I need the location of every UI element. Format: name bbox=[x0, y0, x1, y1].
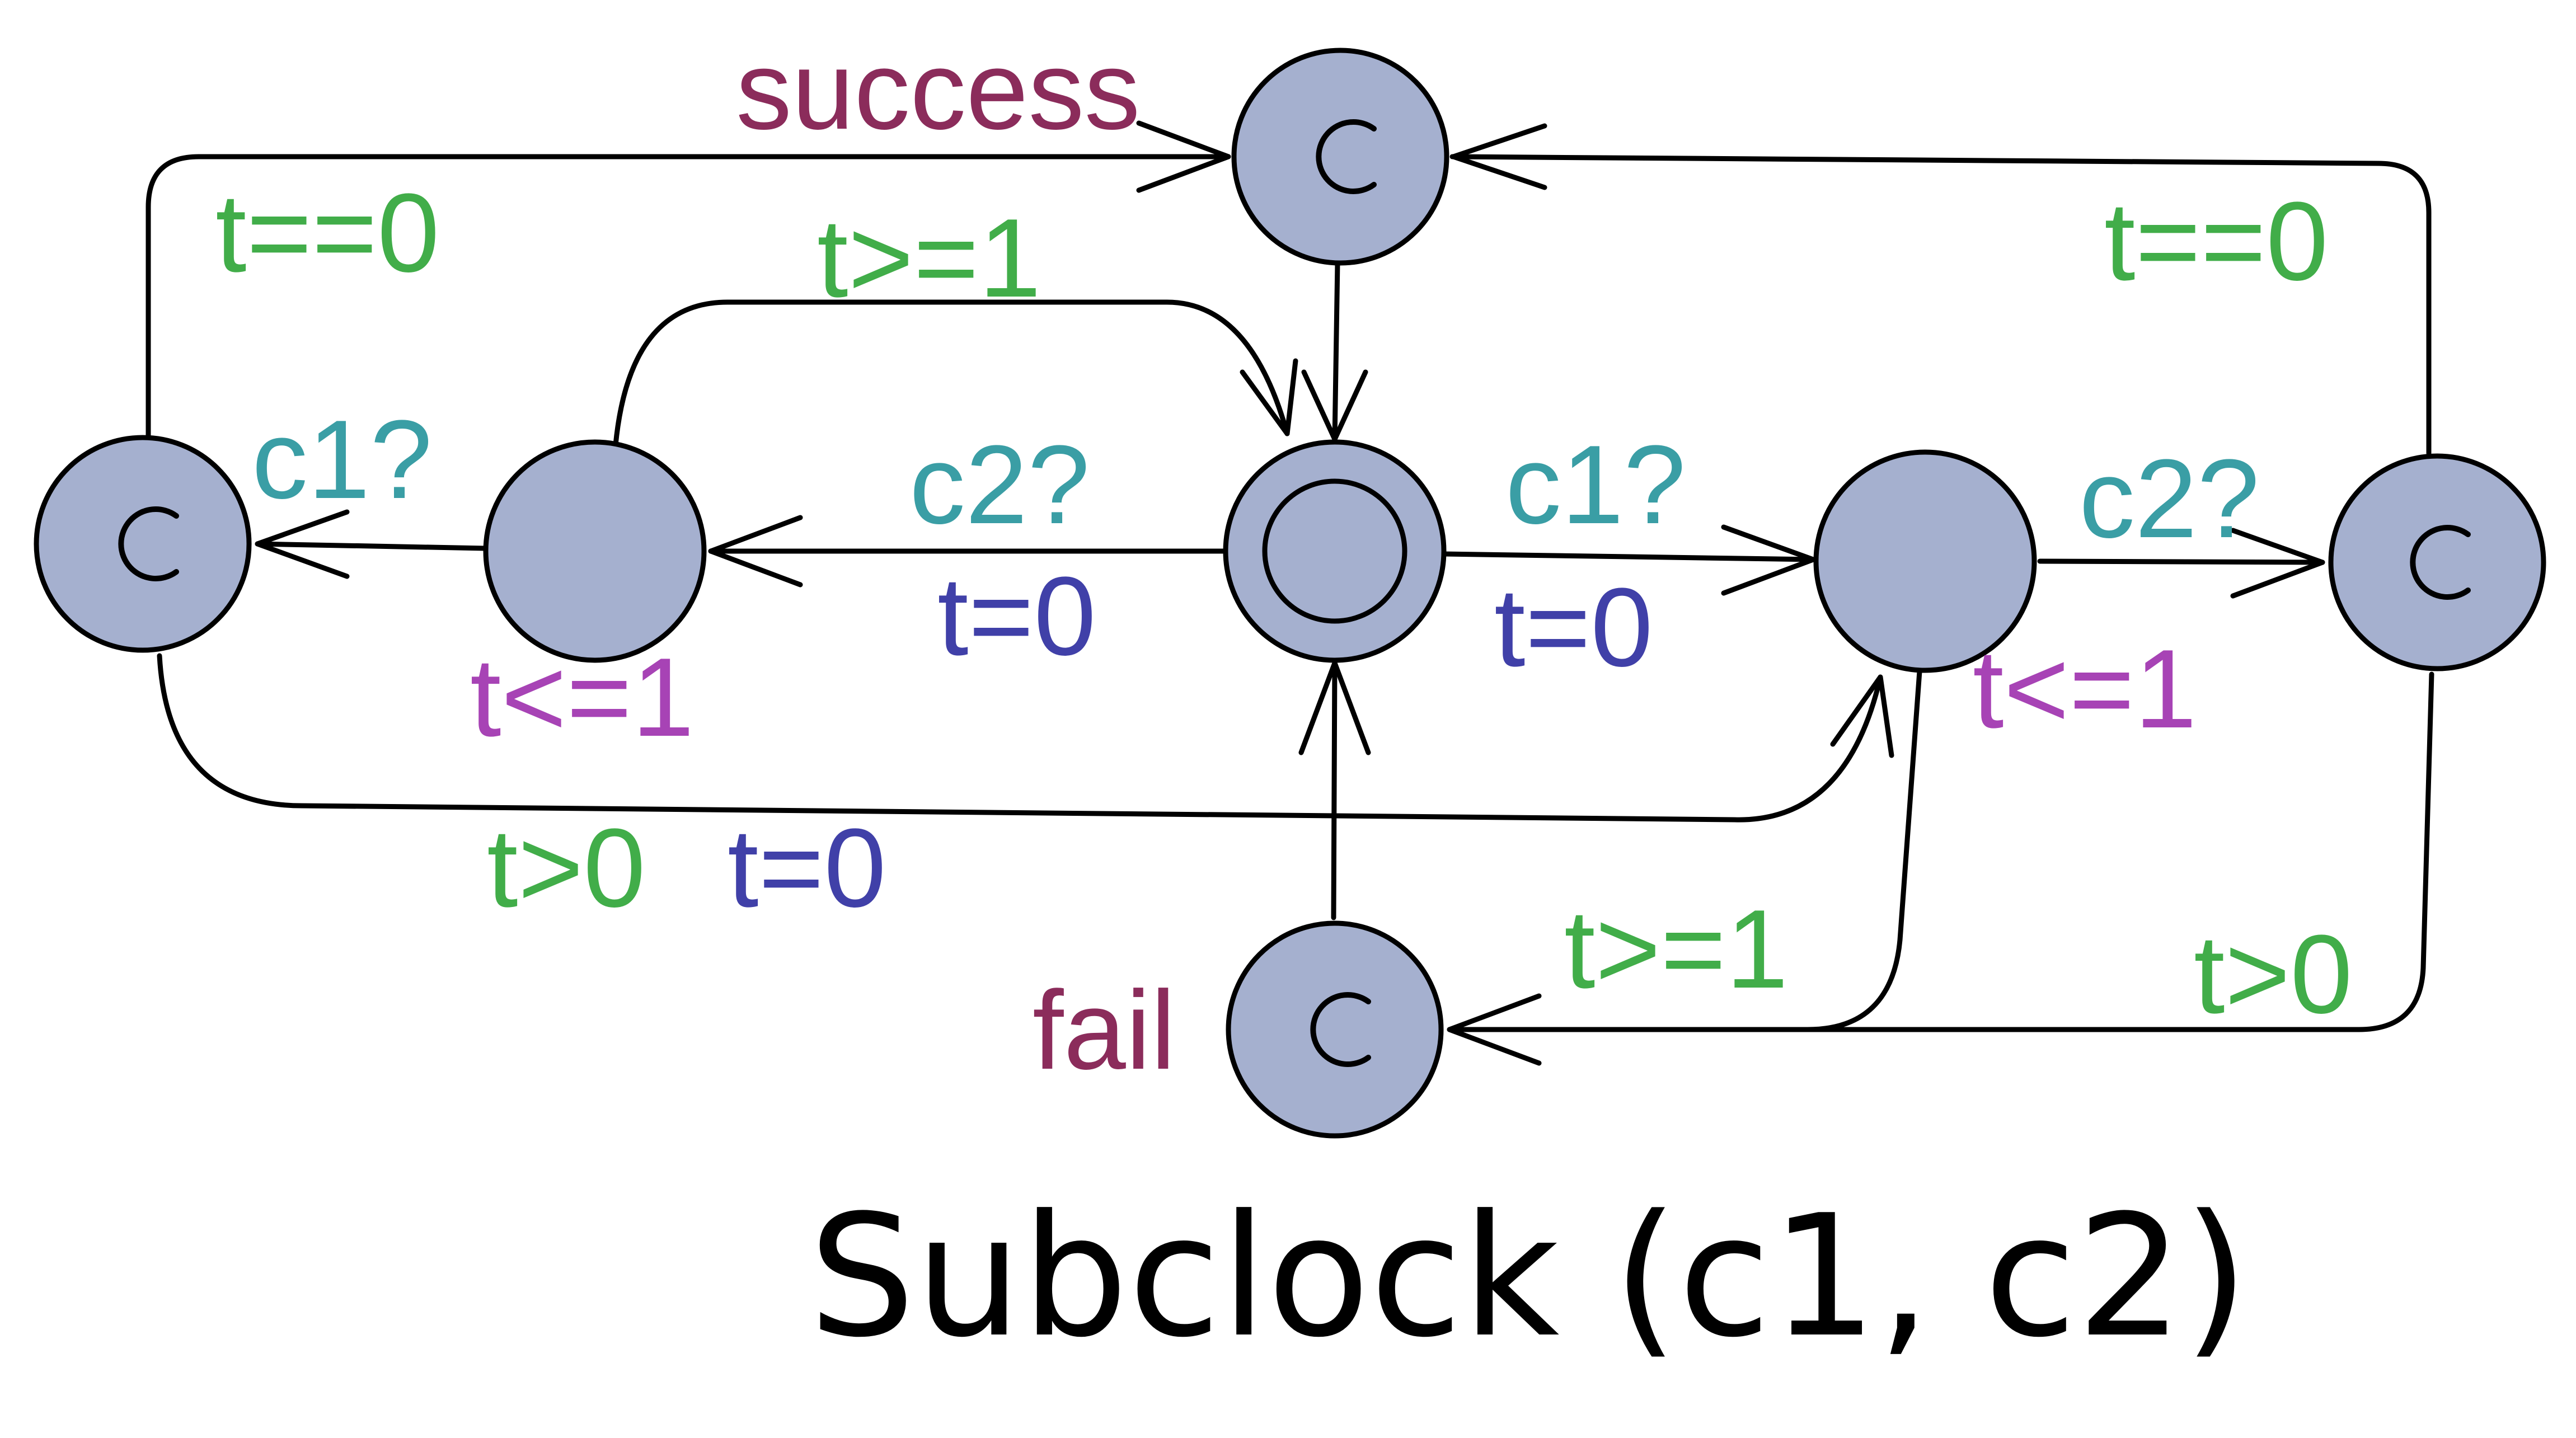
committed-mark-icon bbox=[118, 506, 179, 581]
arrowhead-success-from-left bbox=[1136, 120, 1231, 193]
edge-success-to-initial bbox=[1332, 260, 1340, 442]
committed-mark-icon bbox=[1316, 119, 1377, 194]
nodes bbox=[34, 48, 2546, 1139]
committed-mark-icon bbox=[2410, 525, 2471, 600]
arrowhead-initial-from-fail bbox=[1298, 660, 1371, 755]
location-name-fail: fail bbox=[1033, 968, 1176, 1093]
guard-bottom-right: t>0 bbox=[2194, 912, 2353, 1037]
diagram-caption: Subclock (c1, c2) bbox=[809, 1179, 2249, 1374]
node-left-wait bbox=[483, 439, 707, 663]
arrowhead-right-committed bbox=[2230, 528, 2325, 599]
edge-fail-to-initial bbox=[1331, 660, 1338, 920]
assign-bottom-left: t=0 bbox=[728, 806, 886, 931]
assign-center-right: t=0 bbox=[1494, 565, 1653, 690]
guard-top-right: t==0 bbox=[2104, 179, 2328, 304]
sync-right: c2? bbox=[2079, 436, 2259, 561]
guard-fail: t>=1 bbox=[1564, 887, 1788, 1012]
sync-left: c1? bbox=[252, 397, 432, 522]
labels: success fail t==0 t==0 t>=1 c1? c2? t=0 … bbox=[215, 28, 2353, 1093]
node-left-committed bbox=[34, 435, 252, 653]
node-right-wait bbox=[1813, 449, 2037, 673]
invariant-right-wait: t<=1 bbox=[1973, 627, 2197, 751]
node-right-committed bbox=[2328, 453, 2546, 671]
node-left-wait-circle bbox=[483, 439, 707, 663]
assign-center-left: t=0 bbox=[937, 554, 1096, 679]
edge-initial-to-right-wait bbox=[1441, 551, 1816, 562]
node-initial bbox=[1223, 439, 1447, 663]
edge-left-committed-to-success bbox=[146, 154, 1231, 442]
sync-center-left: c2? bbox=[909, 422, 1090, 547]
guard-arc: t>=1 bbox=[817, 196, 1041, 321]
arrowheads bbox=[255, 120, 2325, 1066]
node-fail bbox=[1226, 920, 1444, 1139]
initial-marker-icon bbox=[1262, 478, 1407, 624]
edges bbox=[146, 154, 2434, 1032]
invariant-left-wait: t<=1 bbox=[470, 635, 694, 760]
arrowhead-fail bbox=[1447, 993, 1542, 1066]
edge-left-committed-to-right-wait bbox=[157, 653, 1883, 823]
edge-left-wait-to-left-committed bbox=[255, 541, 489, 551]
arrowhead-initial-from-arc bbox=[1240, 358, 1298, 436]
node-left-committed-circle bbox=[34, 435, 252, 653]
node-success-circle bbox=[1231, 48, 1449, 266]
edge-left-wait-to-initial-arc bbox=[613, 299, 1290, 448]
node-right-committed-circle bbox=[2328, 453, 2546, 671]
edge-right-committed-to-success bbox=[1449, 154, 2432, 456]
arrowhead-right-wait-from-bottom bbox=[1830, 674, 1894, 758]
arrowhead-right-wait bbox=[1721, 524, 1816, 596]
arrowhead-initial-from-success bbox=[1301, 369, 1368, 442]
arrowhead-left-committed bbox=[255, 509, 350, 579]
arrowhead-left-wait bbox=[708, 515, 803, 588]
edge-right-wait-to-right-committed bbox=[2037, 558, 2325, 565]
sync-center-right: c1? bbox=[1505, 422, 1686, 547]
committed-mark-icon bbox=[1310, 992, 1371, 1067]
location-name-success: success bbox=[736, 28, 1140, 153]
guard-top-left: t==0 bbox=[215, 171, 439, 295]
guard-bottom-left: t>0 bbox=[487, 806, 646, 931]
node-right-wait-circle bbox=[1813, 449, 2037, 673]
arrowhead-success-from-right bbox=[1451, 123, 1547, 190]
edge-right-committed-to-fail bbox=[1805, 671, 2434, 1032]
node-initial-circle bbox=[1223, 439, 1447, 663]
node-success bbox=[1231, 48, 1449, 266]
node-fail-circle bbox=[1226, 920, 1444, 1139]
